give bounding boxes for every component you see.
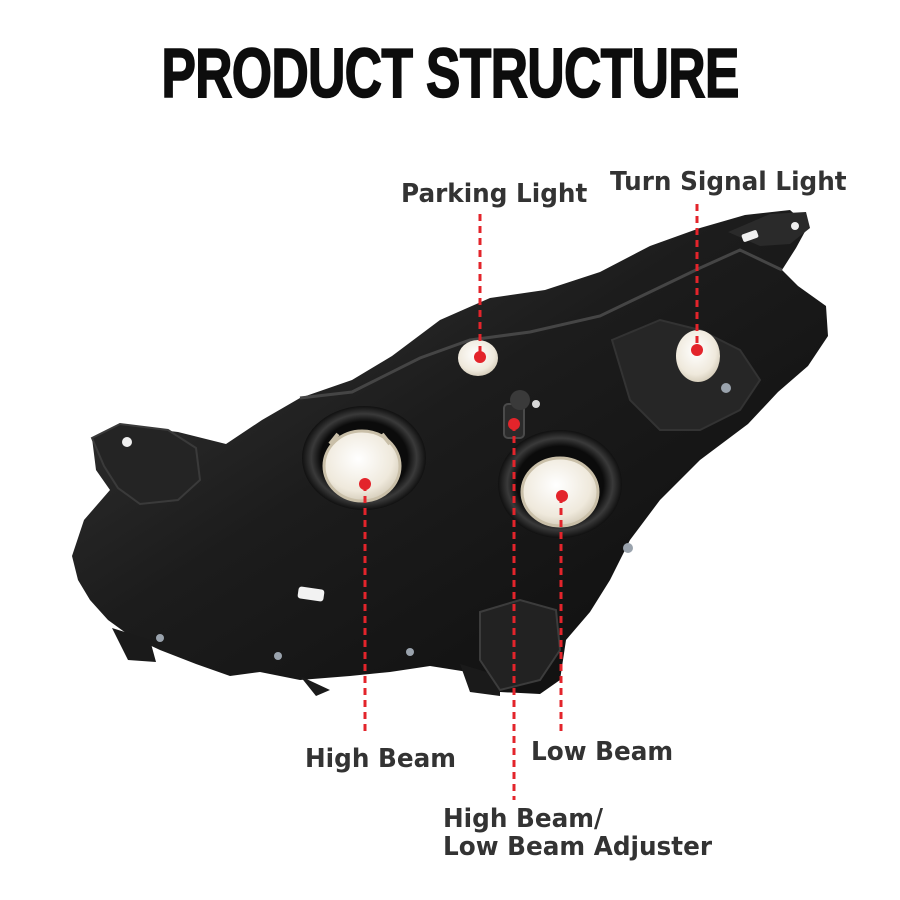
red-dot-icon: [556, 490, 568, 502]
tab-hole: [791, 222, 799, 230]
bracket-hole: [122, 437, 132, 447]
screw-icon: [721, 383, 731, 393]
high-beam-cap: [322, 429, 402, 503]
label-low-beam: Low Beam: [531, 737, 674, 767]
tab-slot: [741, 230, 759, 242]
headlight-housing: [72, 210, 828, 696]
screw-icon: [623, 543, 633, 553]
screw-icons: [156, 383, 731, 660]
red-dot-icon: [691, 344, 703, 356]
turn-signal-socket: [676, 330, 720, 382]
adjuster-knob: [510, 390, 530, 410]
high-beam-cap-tabs: [328, 432, 392, 446]
screw-icon: [406, 648, 414, 656]
mounting-bracket-left: [90, 422, 202, 506]
adjuster-pin: [532, 400, 540, 408]
label-turn-signal-light: Turn Signal Light: [610, 167, 847, 197]
high-beam-bulb: [302, 406, 426, 510]
bottom-clips: [112, 628, 500, 696]
red-dot-icon: [508, 418, 520, 430]
housing-sticker: [297, 586, 325, 602]
screw-icon: [156, 634, 164, 642]
label-adjuster-line1: High Beam/: [443, 804, 604, 834]
red-dot-icon: [474, 351, 486, 363]
screw-icon: [274, 652, 282, 660]
label-high-beam: High Beam: [305, 744, 456, 774]
housing-ridge: [299, 248, 783, 400]
label-adjuster-line2: Low Beam Adjuster: [443, 832, 712, 862]
page-title: PRODUCT STRUCTURE: [161, 33, 740, 113]
leader-lines: [363, 204, 699, 800]
label-parking-light: Parking Light: [401, 179, 588, 209]
markers: [359, 344, 703, 502]
red-dot-icon: [359, 478, 371, 490]
adjuster-bracket: [479, 598, 562, 692]
